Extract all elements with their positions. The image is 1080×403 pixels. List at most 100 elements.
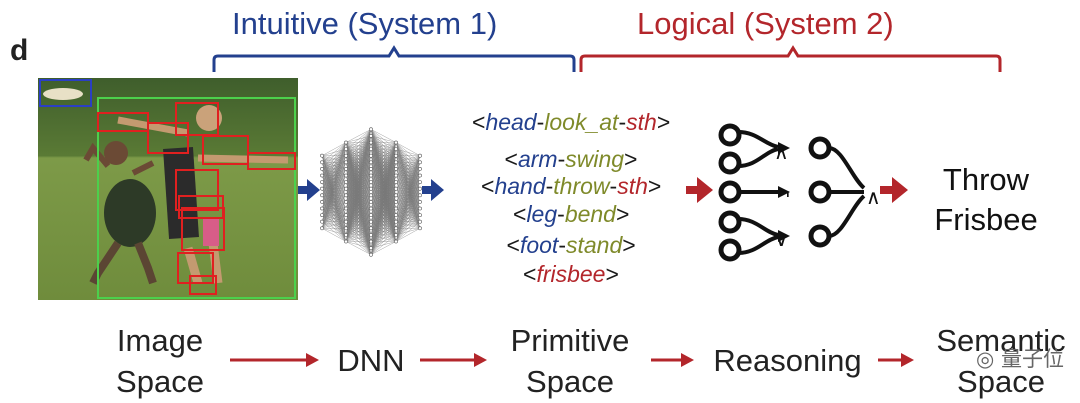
dnn-connection [345, 129, 372, 156]
dnn-connection [370, 142, 397, 156]
intuitive-bracket [212, 45, 576, 72]
dnn-neuron [394, 206, 398, 211]
frisbee-bbox [39, 79, 92, 107]
dnn-neuron [344, 180, 348, 185]
dnn-connection [395, 188, 421, 242]
bottom-arrow [230, 353, 319, 367]
primitive-delimiter: < [481, 173, 495, 199]
dnn-connection [345, 129, 372, 202]
dnn-neuron [320, 186, 324, 191]
dnn-connection [321, 162, 347, 229]
dnn-connection [370, 142, 397, 255]
dnn-connection [370, 142, 397, 229]
dnn-connection [321, 142, 347, 163]
dnn-connection [321, 208, 347, 229]
dnn-connection [345, 182, 372, 242]
logic-input-node [718, 238, 742, 262]
dnn-connection [345, 129, 372, 189]
intuitive-system-label: Intuitive (System 1) [232, 6, 498, 41]
primitive-line: <leg-bend> [513, 201, 629, 228]
dnn-neuron [369, 140, 373, 145]
dnn-neuron [369, 133, 373, 138]
dnn-connection [321, 142, 347, 229]
dnn-connection [370, 129, 397, 143]
dnn-connection [370, 142, 397, 249]
dnn-neuron [320, 206, 324, 211]
dnn-connection [395, 155, 421, 189]
dnn-connection [321, 142, 347, 156]
dnn-neuron [369, 147, 373, 152]
logic-to-output-arrow [880, 177, 908, 203]
dnn-connection [345, 129, 372, 176]
dnn-connection [370, 142, 397, 216]
dnn-neuron [394, 173, 398, 178]
dnn-connection [345, 208, 372, 242]
dnn-neuron [394, 186, 398, 191]
bottom-arrow [878, 353, 914, 367]
dnn-connection [345, 129, 372, 229]
final-and-operator: ∧ [866, 185, 881, 209]
dnn-connection [370, 215, 397, 255]
dnn-connection [395, 162, 421, 242]
dnn-neuron [394, 180, 398, 185]
dnn-connection [395, 155, 421, 216]
primitive-space-label: Primitive Space [510, 323, 630, 399]
logical-system-label: Logical (System 2) [637, 6, 894, 41]
dnn-connection [321, 149, 347, 229]
dnn-connection [370, 201, 397, 255]
dnn-connection [395, 168, 421, 242]
primitive-delimiter: > [605, 261, 619, 287]
primitive-token: sth [626, 109, 657, 135]
logic-mid-node [808, 180, 832, 204]
dnn-connection [321, 175, 347, 229]
logic-input-node [718, 151, 742, 175]
dnn-neuron [320, 200, 324, 204]
image-to-dnn-arrow [298, 179, 320, 201]
dnn-neuron [344, 233, 348, 237]
dnn-connection [345, 129, 372, 242]
dnn-connection [321, 228, 347, 242]
primitive-delimiter: > [656, 109, 671, 135]
dnn-connection [345, 135, 372, 242]
dnn-connection [370, 195, 397, 255]
logic-mid-node [808, 136, 832, 160]
dnn-neuron [344, 226, 348, 231]
dnn-connection [345, 155, 372, 242]
dnn-connection [345, 214, 372, 242]
dnn-neuron [369, 239, 373, 244]
dnn-connection [395, 155, 421, 183]
dnn-neuron [344, 200, 348, 204]
dnn-neuron [394, 153, 398, 158]
dnn-neuron [418, 200, 422, 204]
dnn-neuron [344, 167, 348, 171]
scene-bbox [97, 97, 296, 299]
dnn-neuron [418, 219, 422, 224]
primitive-delimiter: - [557, 201, 565, 227]
dnn-connection [370, 208, 397, 255]
primitive-token: arm [517, 146, 558, 172]
dnn-connection [370, 182, 397, 255]
dnn-connection [370, 168, 397, 255]
dnn-connection [321, 188, 347, 229]
dnn-connection [345, 221, 372, 242]
dnn-connection [395, 155, 421, 170]
dnn-connection [395, 195, 421, 242]
dnn-neuron [320, 153, 324, 158]
dnn-neuron [344, 219, 348, 224]
dnn-connection [321, 221, 347, 229]
dnn-neuron [394, 213, 398, 218]
dnn-neuron [369, 160, 373, 165]
dnn-neuron [369, 153, 373, 158]
dnn-connection [395, 201, 421, 242]
dnn-neuron [369, 219, 373, 224]
dnn-neuron [394, 219, 398, 224]
dnn-neuron [418, 213, 422, 218]
dnn-connection [321, 195, 347, 229]
panel-label: d [10, 34, 29, 67]
dnn-neuron [369, 226, 373, 231]
dnn-neuron [394, 239, 398, 244]
dnn-neuron [418, 153, 422, 158]
dnn-network [320, 127, 422, 257]
primitive-delimiter: > [615, 201, 630, 227]
